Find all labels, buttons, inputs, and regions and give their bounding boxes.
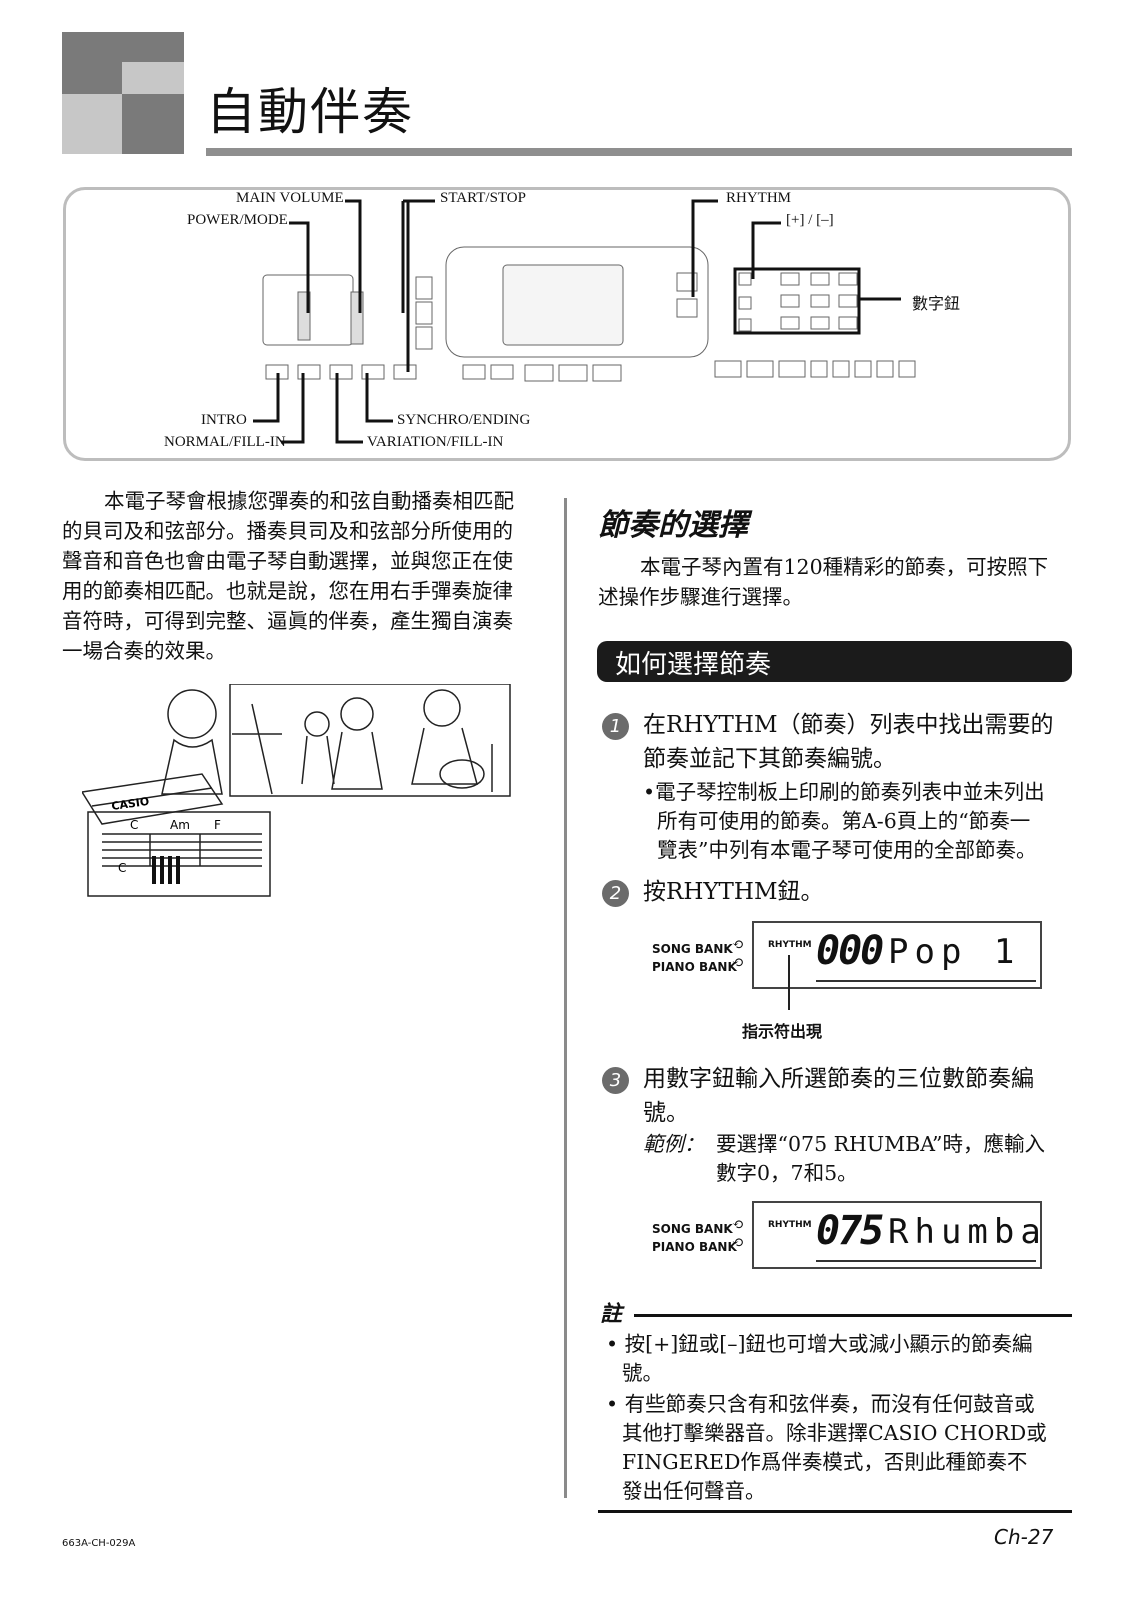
lcd1-song-bank-label: SONG BANK	[652, 942, 733, 956]
step-3-line: 用數字鈕輸入所選節奏的三位數節奏編	[643, 1066, 1034, 1092]
note-item-line: • 按[+]鈕或[–]鈕也可增大或減小顯示的節奏編	[606, 1332, 1033, 1356]
step-1-line: 節奏並記下其節奏編號。	[643, 746, 896, 772]
step-2-number: 2	[602, 880, 629, 907]
lcd2-piano-bank-icon: ⟲	[732, 1235, 744, 1251]
lcd1-display	[752, 921, 1042, 989]
label-main-volume: MAIN VOLUME	[236, 190, 344, 206]
panel-diagram	[253, 199, 916, 444]
label-start-stop: START/STOP	[440, 190, 526, 206]
column-divider	[564, 498, 567, 1498]
footer-code: 663A-CH-029A	[62, 1538, 136, 1549]
step-3-example-label: 範例：	[643, 1132, 705, 1156]
label-intro: INTRO	[201, 412, 247, 428]
lcd2-piano-bank-label: PIANO BANK	[652, 1240, 737, 1254]
lcd1-song-bank-icon: ⟲	[732, 937, 744, 953]
illustration-brand: CASIO	[111, 795, 150, 813]
lcd1-rhythm-indicator: RHYTHM	[768, 940, 812, 950]
label-synchro-ending: SYNCHRO/ENDING	[397, 412, 531, 428]
step-1-line: 在RHYTHM（節奏）列表中找出需要的	[643, 712, 1054, 738]
lcd1-number: 000	[816, 928, 884, 974]
intro-line: 音符時，可得到完整、逼眞的伴奏，產生獨自演奏	[62, 609, 513, 633]
lcd2-song-bank-icon: ⟲	[732, 1217, 744, 1233]
step-1-bullet: •電子琴控制板上印刷的節奏列表中並未列出 所有可使用的節奏。第A-6頁上的“節奏…	[643, 778, 1045, 865]
lcd1-baseline	[816, 980, 1036, 982]
note-item-2: • 有些節奏只含有和弦伴奏，而沒有任何鼓音或 其他打擊樂器音。除非選擇CASIO…	[606, 1390, 1072, 1506]
step-3-text: 用數字鈕輸入所選節奏的三位數節奏編 號。	[643, 1062, 1034, 1130]
step-1-bullet-line: •電子琴控制板上印刷的節奏列表中並未列出	[643, 780, 1045, 804]
note-item-line: • 有些節奏只含有和弦伴奏，而沒有任何鼓音或	[606, 1392, 1035, 1416]
note-item-line: 號。	[622, 1361, 663, 1385]
note-item-line: 發出任何聲音。	[622, 1479, 766, 1503]
label-rhythm: RHYTHM	[726, 190, 792, 206]
intro-line: 用的節奏相匹配。也就是說，您在用右手彈奏旋律	[62, 579, 513, 603]
subheading-bar	[597, 641, 1072, 682]
section-intro: 本電子琴內置有120種精彩的節奏，可按照下 述操作步驟進行選擇。	[598, 552, 1073, 612]
header-block-light	[62, 94, 122, 154]
lcd2-song-bank-label: SONG BANK	[652, 1222, 733, 1236]
intro-line: 的貝司及和弦部分。播奏貝司及和弦部分所使用的	[62, 519, 513, 543]
section-title: 節奏的選擇	[598, 508, 748, 543]
label-normal-fill: NORMAL/FILL-IN	[164, 434, 286, 450]
step-3-line: 號。	[643, 1100, 689, 1126]
lcd2-rhythm-indicator: RHYTHM	[768, 1220, 812, 1230]
lcd1-caption: 指示符出現	[742, 1022, 823, 1041]
note-item-1: • 按[+]鈕或[–]鈕也可增大或減小顯示的節奏編 號。	[606, 1330, 1072, 1388]
ensemble-illustration: CASIO C Am F C	[82, 684, 511, 897]
lcd2-display	[752, 1201, 1042, 1269]
section-intro-line: 述操作步驟進行選擇。	[598, 585, 803, 609]
note-heading: 註	[600, 1302, 623, 1327]
label-number-buttons: 數字鈕	[912, 296, 961, 313]
subheading: 如何選擇節奏	[615, 650, 772, 680]
lcd1-piano-bank-icon: ⟲	[732, 955, 744, 971]
step-1-bullet-line: 覽表”中列有本電子琴可使用的全部節奏。	[657, 838, 1037, 862]
step-1-text: 在RHYTHM（節奏）列表中找出需要的 節奏並記下其節奏編號。	[643, 708, 1054, 776]
intro-paragraph: 本電子琴會根據您彈奏的和弦自動播奏相匹配 的貝司及和弦部分。播奏貝司及和弦部分所…	[62, 486, 532, 666]
step-3-example-line: 數字0，7和5。	[716, 1161, 858, 1185]
note-rule-bottom	[598, 1510, 1072, 1513]
label-plus-minus: [+] / [–]	[786, 212, 834, 228]
note-item-line: 其他打擊樂器音。除非選擇CASIO CHORD或	[622, 1421, 1047, 1445]
lcd2-number: 075	[816, 1208, 884, 1254]
page-number: Ch-27	[994, 1525, 1054, 1549]
label-variation-fill: VARIATION/FILL-IN	[367, 434, 504, 450]
keyboard-panel-figure	[63, 187, 1071, 461]
intro-line: 一場合奏的效果。	[62, 639, 226, 663]
note-item-line: FINGERED作爲伴奏模式，否則此種節奏不	[622, 1450, 1028, 1474]
step-3-example: 要選擇“075 RHUMBA”時，應輸入 數字0，7和5。	[716, 1130, 1045, 1188]
title-rule	[206, 148, 1072, 156]
note-rule-top	[634, 1314, 1072, 1317]
step-3-example-line: 要選擇“075 RHUMBA”時，應輸入	[716, 1132, 1046, 1156]
lcd1-piano-bank-label: PIANO BANK	[652, 960, 737, 974]
step-1-number: 1	[602, 713, 629, 740]
intro-line: 聲音和音色也會由電子琴自動選擇，並與您正在使	[62, 549, 513, 573]
step-1-bullet-line: 所有可使用的節奏。第A-6頁上的“節奏一	[657, 809, 1031, 833]
lcd2-name: Rhumba	[888, 1212, 1047, 1252]
lcd1-name: Pop 1	[888, 932, 1021, 972]
chord-am: Am	[170, 818, 190, 832]
step-2-text: 按RHYTHM鈕。	[643, 879, 824, 905]
chord-c: C	[130, 818, 138, 832]
page-title: 自動伴奏	[206, 83, 414, 141]
intro-line: 本電子琴會根據您彈奏的和弦自動播奏相匹配	[104, 489, 514, 513]
label-power-mode: POWER/MODE	[187, 212, 288, 228]
header-block-light-top	[122, 62, 184, 94]
chord-f: F	[214, 818, 221, 832]
chord-lower-c: C	[118, 861, 126, 875]
lcd2-baseline	[816, 1260, 1036, 1262]
step-3-number: 3	[602, 1067, 629, 1094]
lcd1-indicator-line	[788, 955, 790, 1010]
section-intro-line: 本電子琴內置有120種精彩的節奏，可按照下	[640, 555, 1049, 579]
